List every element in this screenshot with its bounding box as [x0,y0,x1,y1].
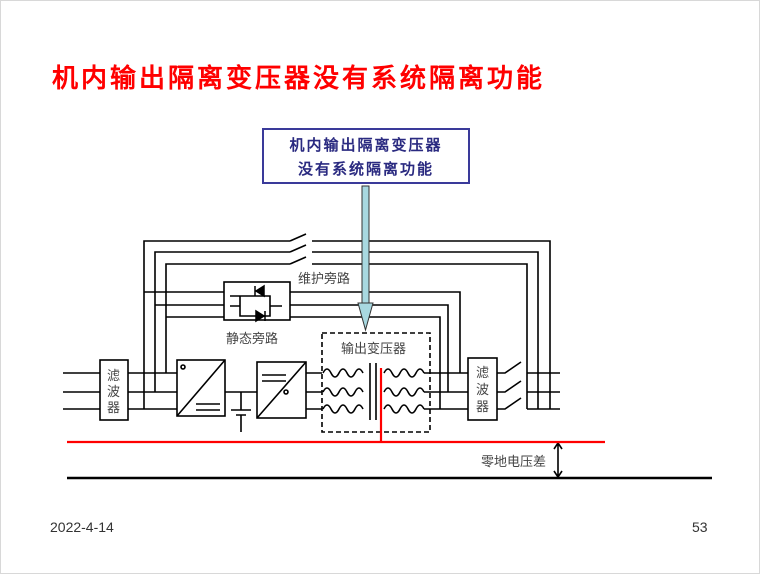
filter-in-char: 器 [107,401,120,416]
callout-line2: 没有系统隔离功能 [297,160,434,178]
filter-out-char: 滤 [476,366,489,381]
filter-in-char: 滤 [107,369,120,384]
output-filter [467,357,498,421]
static-bypass-label: 静态旁路 [226,331,278,347]
filter-in-char: 波 [107,385,120,400]
input-lines [63,372,177,410]
callout-arrow [357,185,374,332]
neutral-ground-voltage-label: 零地电压差 [481,455,546,470]
footer-date: 2022-4-14 [50,519,114,535]
input-filter [99,359,129,421]
output-transformer-box [321,332,431,433]
neutral-line [67,368,605,444]
page-number: 53 [692,519,708,535]
callout-line1: 机内输出隔离变压器 [289,136,443,154]
maintenance-bypass-lines [143,233,551,409]
maintenance-bypass-label: 维护旁路 [298,271,350,287]
callout-box: 机内输出隔离变压器 没有系统隔离功能 [262,128,470,184]
transformer-coils [322,368,425,414]
slide-title: 机内输出隔离变压器没有系统隔离功能 [52,64,546,94]
static-bypass-lines [144,291,461,409]
filter-out-char: 波 [476,383,489,398]
voltage-arrow [553,441,563,479]
filter-out-char: 器 [476,400,489,415]
output-transformer-label: 输出变压器 [341,341,406,357]
